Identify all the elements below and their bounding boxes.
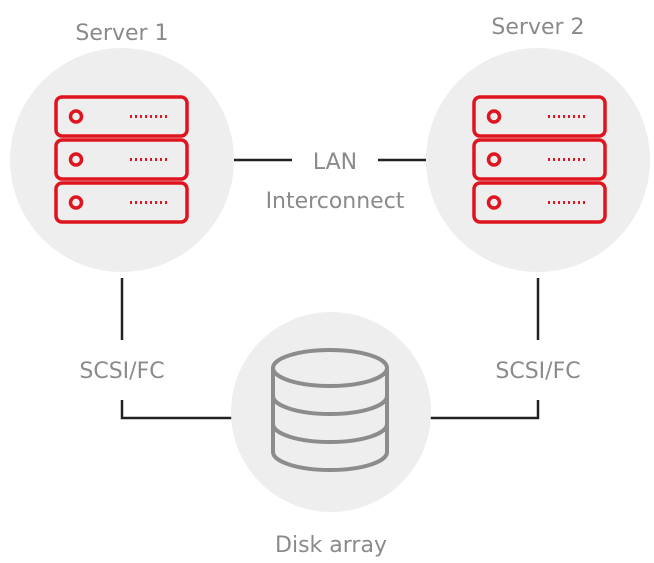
lan-label: LAN bbox=[313, 150, 357, 175]
server-2-icon bbox=[472, 95, 607, 224]
server-1-label: Server 1 bbox=[75, 21, 168, 46]
interconnect-label: Interconnect bbox=[266, 189, 405, 214]
server-1-icon bbox=[54, 95, 189, 224]
left-link-label: SCSI/FC bbox=[79, 359, 164, 384]
disk-array-label: Disk array bbox=[275, 533, 387, 558]
right-link-lower bbox=[430, 400, 540, 420]
left-link-lower bbox=[120, 400, 232, 420]
database-icon bbox=[271, 348, 389, 472]
server-1-circle bbox=[10, 48, 234, 272]
right-link-label: SCSI/FC bbox=[495, 359, 580, 384]
server-2-circle bbox=[426, 48, 650, 272]
server-2-label: Server 2 bbox=[491, 15, 584, 40]
